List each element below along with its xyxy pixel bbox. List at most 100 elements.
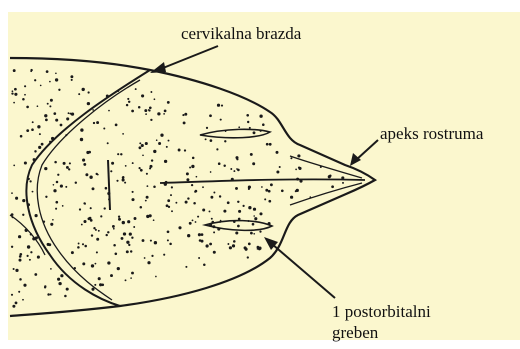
stipple-dot [164,160,167,163]
stipple-dot [298,166,300,168]
stipple-dot [118,216,120,218]
stipple-dot [185,201,188,204]
stipple-dot [62,205,64,207]
stipple-dot [43,221,45,223]
stipple-dot [82,159,85,162]
stipple-dot [69,162,71,164]
stipple-dot [12,90,14,92]
stipple-dot [154,98,156,100]
stipple-dot [118,218,121,221]
stipple-dot [82,243,84,245]
stipple-dot [108,110,110,112]
stipple-dot [47,103,49,105]
stipple-dot [221,105,223,107]
stipple-dot [249,127,251,129]
stipple-dot [94,284,96,286]
stipple-dot [139,146,142,149]
stipple-dot [83,163,86,166]
stipple-dot [299,180,302,183]
stipple-dot [55,78,58,81]
stipple-dot [237,201,239,203]
stipple-dot [96,121,99,124]
stipple-dot [127,98,129,100]
stipple-dot [182,114,184,116]
stipple-dot [276,170,279,173]
stipple-dot [120,153,122,155]
stipple-dot [107,261,110,264]
stipple-dot [156,139,158,141]
stipple-dot [128,244,130,246]
stipple-dot [290,157,292,159]
stipple-dot [205,138,207,140]
stipple-dot [189,222,192,225]
stipple-dot [195,221,197,223]
stipple-dot [202,209,205,212]
stipple-dot [219,195,221,197]
stipple-dot [184,113,187,116]
stipple-dot [331,185,334,188]
stipple-dot [268,190,271,193]
stipple-dot [202,186,204,188]
stipple-dot [206,127,208,129]
stipple-dot [23,284,26,287]
stipple-dot [170,194,172,196]
stipple-dot [145,113,147,115]
stipple-dot [154,241,157,244]
stipple-dot [50,223,53,226]
stipple-dot [91,234,93,236]
stipple-dot [206,244,209,247]
stipple-dot [24,85,26,87]
stipple-dot [194,191,196,193]
stipple-dot [96,251,98,253]
stipple-dot [20,135,23,138]
stipple-dot [132,162,134,164]
stipple-dot [86,151,89,154]
stipple-dot [15,302,18,305]
stipple-dot [44,285,46,287]
stipple-dot [65,186,67,188]
stipple-dot [210,196,213,199]
stipple-dot [71,251,74,254]
stipple-dot [155,276,157,278]
stipple-dot [213,192,215,194]
stipple-dot [71,112,74,115]
stipple-dot [104,207,106,209]
stipple-dot [217,104,220,107]
stipple-dot [248,188,250,190]
stipple-dot [74,267,76,269]
stipple-dot [230,168,232,170]
stipple-dot [55,73,57,75]
stipple-dot [30,69,32,71]
stipple-dot [163,254,165,256]
stipple-dot [138,106,141,109]
stipple-dot [153,219,155,221]
stipple-dot [148,109,150,111]
stipple-dot [211,218,213,220]
stipple-dot [125,279,127,281]
stipple-dot [199,239,202,242]
stipple-dot [30,233,32,235]
stipple-dot [100,215,102,217]
stipple-dot [163,113,165,115]
stipple-dot [250,153,253,156]
stipple-dot [144,109,147,112]
stipple-dot [252,223,255,226]
stipple-dot [12,305,15,308]
stipple-dot [32,237,35,240]
stipple-dot [34,79,36,81]
stipple-dot [150,240,152,242]
stipple-dot [187,197,189,199]
stipple-dot [139,167,141,169]
stipple-dot [79,208,81,210]
label-rostrum-apex: apeks rostruma [380,124,483,144]
stipple-dot [258,247,261,250]
stipple-dot [81,224,83,226]
stipple-dot [224,140,226,142]
stipple-dot [98,230,100,232]
stipple-dot [158,142,161,145]
stipple-dot [126,241,129,244]
stipple-dot [56,181,59,184]
stipple-dot [53,184,55,186]
stipple-dot [192,219,194,221]
stipple-dot [342,182,344,184]
